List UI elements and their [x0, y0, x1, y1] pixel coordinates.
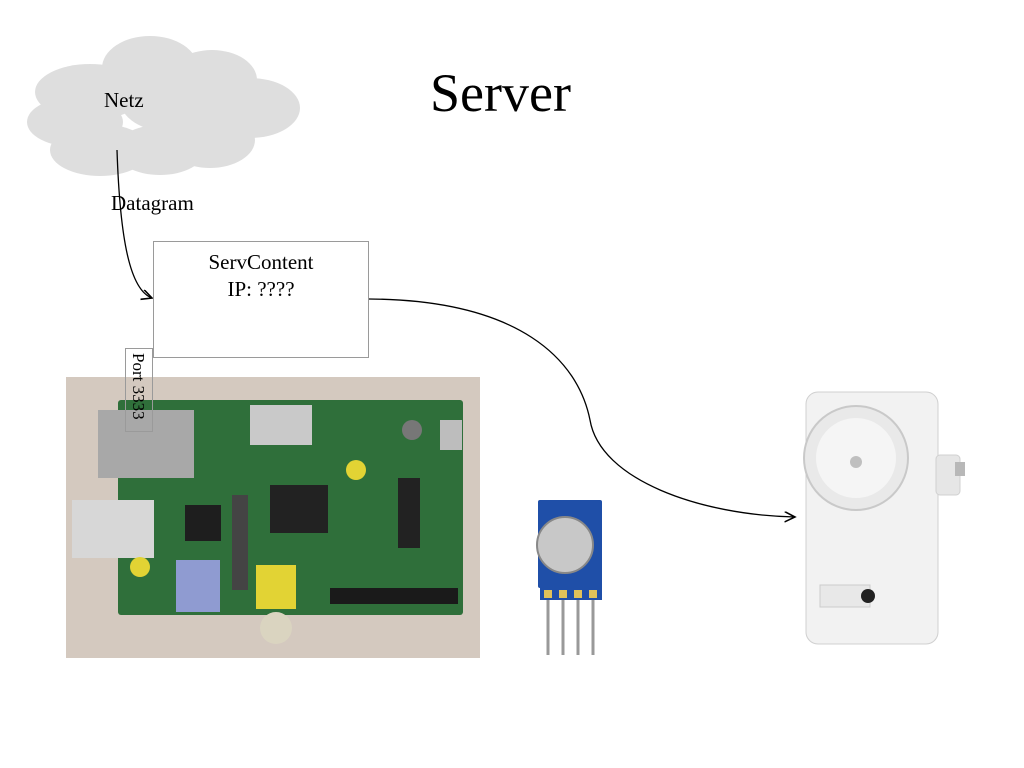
cloud-label: Netz: [104, 88, 144, 112]
arrow-netz-to-servcontent: [116, 149, 152, 298]
port-label: Port 3333: [129, 353, 148, 420]
rf-transmitter-photo: [536, 500, 602, 655]
slide-title: Server: [430, 63, 571, 123]
servcontent-name: ServContent: [208, 250, 314, 274]
port-box: Port 3333: [125, 348, 153, 432]
power-socket-photo: [803, 391, 965, 645]
datagram-label: Datagram: [111, 191, 194, 215]
arrow-servcontent-to-socket: [368, 298, 795, 517]
cloud-netz: [27, 36, 300, 176]
servcontent-box: ServContent IP: ????: [153, 241, 369, 358]
servcontent-ip: IP: ????: [227, 277, 295, 301]
raspberry-pi-photo: [66, 377, 480, 658]
